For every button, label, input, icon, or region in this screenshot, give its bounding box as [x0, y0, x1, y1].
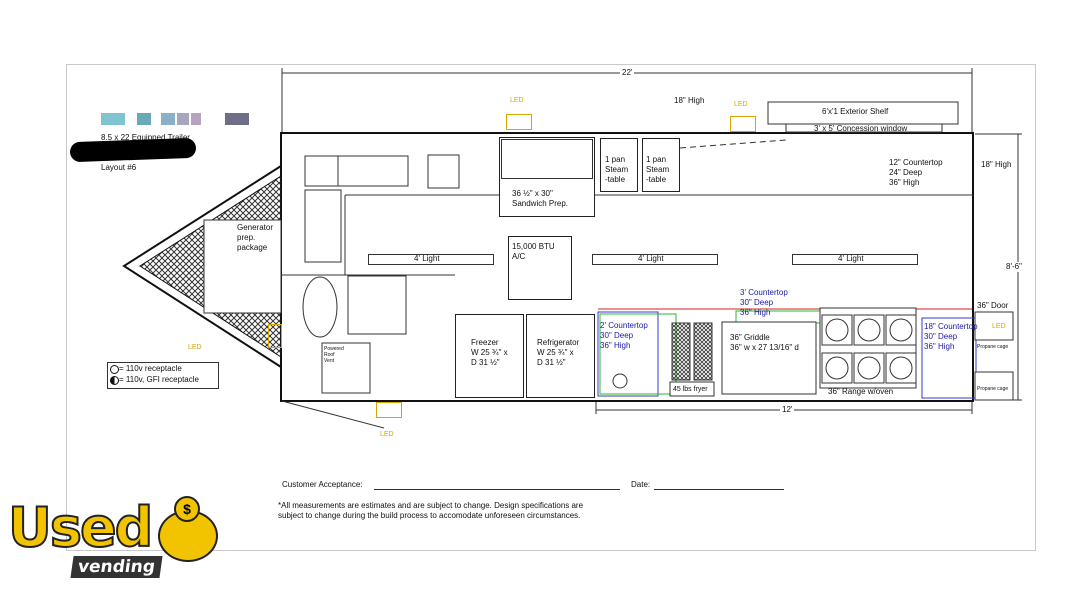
label-18-high-top: 18" High	[674, 96, 705, 105]
light-1-label: 4' Light	[414, 254, 440, 263]
light-3-label: 4' Light	[838, 254, 864, 263]
generator-label: Generator prep. package	[237, 223, 274, 252]
refrigerator-label: Refrigerator W 25 ¾" x D 31 ½"	[537, 338, 580, 367]
light-2-label: 4' Light	[638, 254, 664, 263]
steam-table-1-label: 1 pan Steam -table	[605, 155, 629, 184]
led-fixture-icon	[268, 324, 282, 348]
label-18-countertop: 18" Countertop 30" Deep 36" High	[924, 322, 978, 351]
light-fixture-2	[592, 254, 718, 265]
disclaimer: *All measurements are estimates and are …	[278, 501, 584, 520]
led-fixture-icon	[506, 114, 532, 130]
roof-vent-label: Powered Roof Vent	[324, 346, 344, 364]
logo-word-vending: vending	[70, 556, 163, 578]
led-label-top-2: LED	[734, 101, 748, 108]
led-label-top-1: LED	[510, 97, 524, 104]
legend-gfi: = 110v, GFI receptacle	[119, 375, 199, 384]
led-label-bottom: LED	[380, 431, 394, 438]
date-label: Date:	[631, 480, 651, 489]
label-12-countertop: 12" Countertop 24" Deep 36" High	[889, 158, 943, 187]
sandwich-prep-table	[499, 137, 595, 217]
dim-front-section: 12'	[780, 405, 795, 415]
propane-cage-1: Propane cage	[977, 344, 1009, 350]
logo-word-used: Used	[7, 496, 154, 559]
ac-label: 15,000 BTU A/C	[512, 242, 555, 261]
label-3-countertop: 3' Countertop 30" Deep 36" High	[740, 288, 788, 317]
label-2-countertop: 2' Countertop 30" Deep 36" High	[600, 321, 648, 350]
griddle-label: 36" Griddle 36" w x 27 13/16" d	[730, 333, 799, 352]
sandwich-prep-top	[501, 139, 593, 179]
light-fixture-3	[792, 254, 918, 265]
led-label-left: LED	[188, 344, 202, 351]
led-fixture-icon	[730, 116, 756, 132]
sandwich-prep-label: 36 ½" x 30" Sandwich Prep.	[512, 189, 569, 208]
led-label-door: LED	[992, 323, 1006, 330]
propane-cage-2: Propane cage	[977, 386, 1009, 392]
customer-acceptance-label: Customer Acceptance:	[282, 480, 363, 489]
label-exterior-shelf: 6'x'1 Exterior Shelf	[822, 107, 889, 116]
led-fixture-icon	[376, 402, 402, 418]
label-concession-window: 3' x 5' Concession window	[814, 124, 908, 133]
steam-table-2-label: 1 pan Steam -table	[646, 155, 670, 184]
freezer-label: Freezer W 25 ¾" x D 31 ½"	[471, 338, 508, 367]
steam-table-1	[600, 138, 638, 192]
layout-label: Layout #6	[101, 163, 137, 172]
receptacle-icon	[110, 365, 119, 374]
date-line[interactable]	[654, 489, 784, 490]
light-fixture-1	[368, 254, 494, 265]
freezer	[455, 314, 524, 398]
label-18-high-right: 18" High	[981, 160, 1012, 169]
coin-icon: $	[174, 496, 200, 522]
dim-height: 8'-6"	[1006, 262, 1022, 272]
label-36-door: 36" Door	[977, 301, 1009, 310]
gfi-receptacle-icon	[110, 376, 119, 385]
piggy-icon	[158, 510, 218, 562]
refrigerator	[526, 314, 595, 398]
customer-acceptance-line[interactable]	[374, 489, 620, 490]
ac-unit	[508, 236, 572, 300]
steam-table-2	[642, 138, 680, 192]
trailer-title: 8.5 x 22 Equipped Trailer	[101, 133, 190, 142]
used-vending-logo: Used $ vending	[6, 496, 230, 592]
range-label: 36" Range w/oven	[828, 387, 894, 396]
receptacle-legend	[107, 362, 219, 389]
dim-overall-length: 22'	[620, 68, 635, 78]
color-swatch-row	[101, 113, 251, 125]
fryer-label: 45 lbs fryer	[673, 386, 708, 393]
legend-receptacle: = 110v receptacle	[119, 364, 182, 373]
